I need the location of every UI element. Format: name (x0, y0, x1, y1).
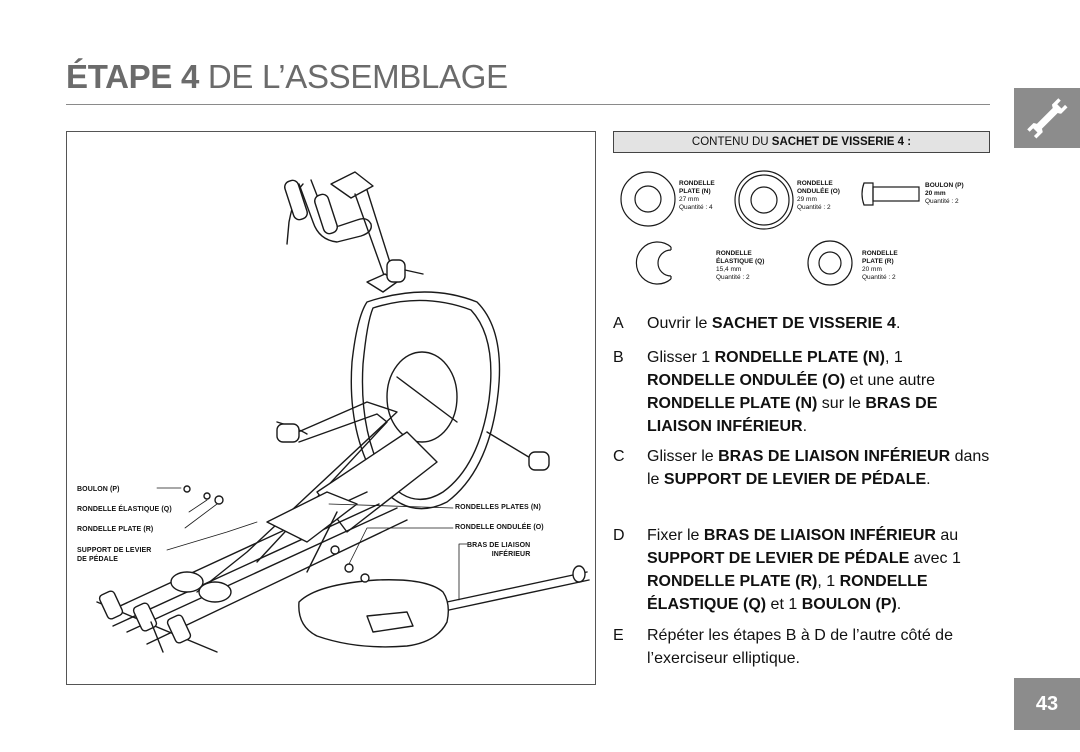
hw-n-name2: PLATE (N) (679, 188, 711, 195)
step-d-letter: D (613, 527, 625, 544)
wave-washer-drawing (734, 170, 794, 230)
label-lower-link-arm: BRAS DE LIAISON INFÉRIEUR (467, 542, 530, 559)
step-b-text: Glisser 1 RONDELLE PLATE (N), 1 RONDELLE… (647, 349, 938, 435)
step-a: A Ouvrir le SACHET DE VISSERIE 4. (613, 312, 993, 336)
step-e: E Répéter les étapes B à D de l’autre cô… (613, 624, 993, 670)
hw-spring-washer: RONDELLE ÉLASTIQUE (Q) 15,4 mm Quantité … (716, 250, 764, 282)
step-c-letter: C (613, 448, 625, 465)
step-b: B Glisser 1 RONDELLE PLATE (N), 1 RONDEL… (613, 346, 993, 438)
spring-washer-drawing (635, 241, 672, 285)
hardware-header: CONTENU DU SACHET DE VISSERIE 4 : (613, 131, 990, 153)
section-tab (1014, 88, 1080, 148)
step-a-text: Ouvrir le SACHET DE VISSERIE 4. (647, 315, 901, 332)
hw-flat-washer-n: RONDELLE PLATE (N) 27 mm Quantité : 4 (679, 180, 715, 212)
step-b-letter: B (613, 349, 624, 366)
elliptical-drawing (96, 171, 590, 653)
hw-p-name2: 20 mm (925, 190, 946, 197)
assembly-diagram: BOULON (P) RONDELLE ÉLASTIQUE (Q) RONDEL… (66, 131, 596, 685)
hardware-panel: RONDELLE PLATE (N) 27 mm Quantité : 4 RO… (613, 153, 990, 298)
hardware-header-bag: SACHET DE VISSERIE 4 : (771, 136, 912, 148)
wrench-icon (1027, 98, 1068, 139)
hw-r-name1: RONDELLE (862, 250, 898, 257)
hardware-drawings (620, 170, 920, 286)
label-lower-link-arm-line1: BRAS DE LIAISON (467, 542, 531, 549)
label-pedal-support: SUPPORT DE LEVIER DE PÉDALE (77, 547, 151, 564)
hw-r-name2: PLATE (R) (862, 258, 894, 265)
bolt-drawing (861, 182, 920, 206)
hw-n-qty: Quantité : 4 (679, 204, 713, 211)
label-pedal-support-line2: DE PÉDALE (77, 555, 118, 563)
hw-flat-washer-r: RONDELLE PLATE (R) 20 mm Quantité : 2 (862, 250, 898, 282)
flat-washer-n-drawing (620, 171, 676, 227)
label-flat-washers-n: RONDELLES PLATES (N) (455, 504, 541, 511)
hw-n-name1: RONDELLE (679, 180, 715, 187)
hw-q-qty: Quantité : 2 (716, 274, 750, 281)
hw-o-name1: RONDELLE (797, 180, 833, 187)
hw-wave-washer: RONDELLE ONDULÉE (O) 29 mm Quantité : 2 (797, 180, 840, 212)
label-flat-washer-r: RONDELLE PLATE (R) (77, 526, 154, 533)
hw-p-qty: Quantité : 2 (925, 198, 959, 205)
hw-o-size: 29 mm (797, 196, 817, 203)
title-rest: DE L’ASSEMBLAGE (199, 58, 508, 95)
step-d-text: Fixer le BRAS DE LIAISON INFÉRIEUR au SU… (647, 527, 961, 613)
step-a-letter: A (613, 315, 624, 332)
label-spring-washer: RONDELLE ÉLASTIQUE (Q) (77, 506, 172, 513)
hw-n-size: 27 mm (679, 196, 699, 203)
label-wave-washer: RONDELLE ONDULÉE (O) (455, 524, 544, 531)
page-number: 43 (1014, 678, 1080, 730)
step-e-letter: E (613, 627, 624, 644)
hw-r-size: 20 mm (862, 266, 882, 273)
hw-bolt: BOULON (P) 20 mm Quantité : 2 (925, 182, 964, 206)
step-c-text: Glisser le BRAS DE LIAISON INFÉRIEUR dan… (647, 448, 990, 488)
hw-o-qty: Quantité : 2 (797, 204, 831, 211)
step-e-text: Répéter les étapes B à D de l’autre côté… (647, 627, 953, 667)
hw-q-name2: ÉLASTIQUE (Q) (716, 258, 765, 265)
hw-q-size: 15,4 mm (716, 266, 742, 273)
hw-o-name2: ONDULÉE (O) (797, 188, 840, 195)
hw-q-name1: RONDELLE (716, 250, 752, 257)
label-lower-link-arm-line2: INFÉRIEUR (491, 550, 531, 558)
hw-p-name1: BOULON (P) (925, 182, 964, 189)
label-pedal-support-line1: SUPPORT DE LEVIER (77, 547, 152, 554)
label-bolt: BOULON (P) (77, 486, 120, 493)
flat-washer-r-drawing (807, 240, 853, 286)
title-step: ÉTAPE 4 (66, 58, 199, 95)
title-divider (66, 104, 990, 105)
step-c: C Glisser le BRAS DE LIAISON INFÉRIEUR d… (613, 445, 993, 515)
page-title: ÉTAPE 4 DE L’ASSEMBLAGE (66, 58, 508, 96)
hardware-header-prefix: CONTENU DU (691, 136, 772, 148)
step-d: D Fixer le BRAS DE LIAISON INFÉRIEUR au … (613, 524, 993, 616)
hw-r-qty: Quantité : 2 (862, 274, 896, 281)
